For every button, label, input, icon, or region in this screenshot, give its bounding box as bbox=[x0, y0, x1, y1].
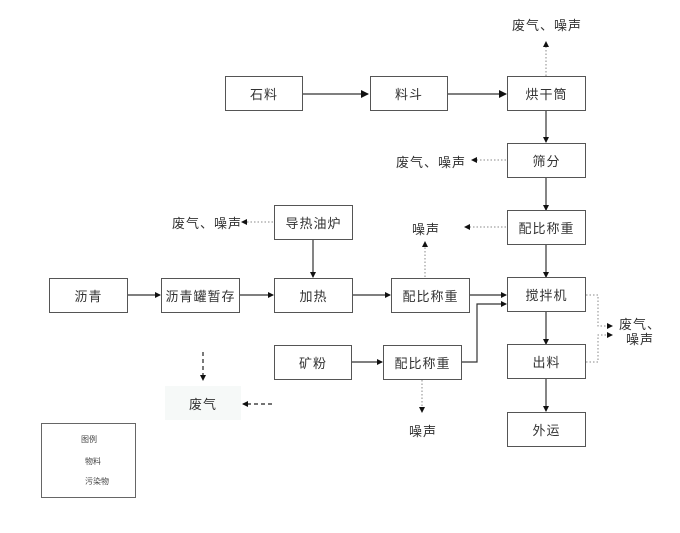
emission-label-furnace: 废气、噪声 bbox=[172, 217, 243, 232]
node-heating: 加热 bbox=[274, 278, 353, 313]
edge-weigh-powder-mixer bbox=[462, 301, 507, 363]
node-screening: 筛分 bbox=[507, 143, 586, 178]
node-asphalt: 沥青 bbox=[49, 278, 128, 313]
node-mixer: 搅拌机 bbox=[507, 277, 586, 312]
node-weigh-asphalt: 配比称重 bbox=[391, 278, 470, 313]
legend-material-label: 物料 bbox=[85, 457, 101, 466]
emission-label-weigh-powder: 噪声 bbox=[409, 425, 438, 440]
legend: 图例 物料 污染物 bbox=[41, 423, 136, 498]
node-dryer: 烘干筒 bbox=[507, 76, 586, 111]
emission-label-screening: 废气、噪声 bbox=[396, 156, 467, 171]
node-weigh-aggregate: 配比称重 bbox=[507, 210, 586, 245]
node-oil-furnace: 导热油炉 bbox=[274, 205, 353, 240]
emission-label-mixer-line2: 噪声 bbox=[626, 333, 655, 348]
node-stone: 石料 bbox=[225, 76, 303, 111]
legend-pollutant-label: 污染物 bbox=[85, 477, 109, 486]
node-hopper: 料斗 bbox=[370, 76, 448, 111]
emission-mixer bbox=[586, 294, 613, 329]
emission-label-dryer: 废气、噪声 bbox=[512, 19, 583, 34]
emission-label-weigh-aggregate: 噪声 bbox=[412, 223, 441, 238]
node-asphalt-tank: 沥青罐暂存 bbox=[161, 278, 240, 313]
node-mineral-powder: 矿粉 bbox=[274, 345, 352, 380]
legend-title: 图例 bbox=[81, 435, 97, 444]
node-discharge: 出料 bbox=[507, 344, 586, 379]
emission-discharge bbox=[586, 332, 613, 363]
emission-label-mixer-line1: 废气、 bbox=[619, 318, 662, 333]
node-transport: 外运 bbox=[507, 412, 586, 447]
node-waste-gas: 废气 bbox=[165, 386, 241, 420]
node-weigh-powder: 配比称重 bbox=[383, 345, 462, 380]
